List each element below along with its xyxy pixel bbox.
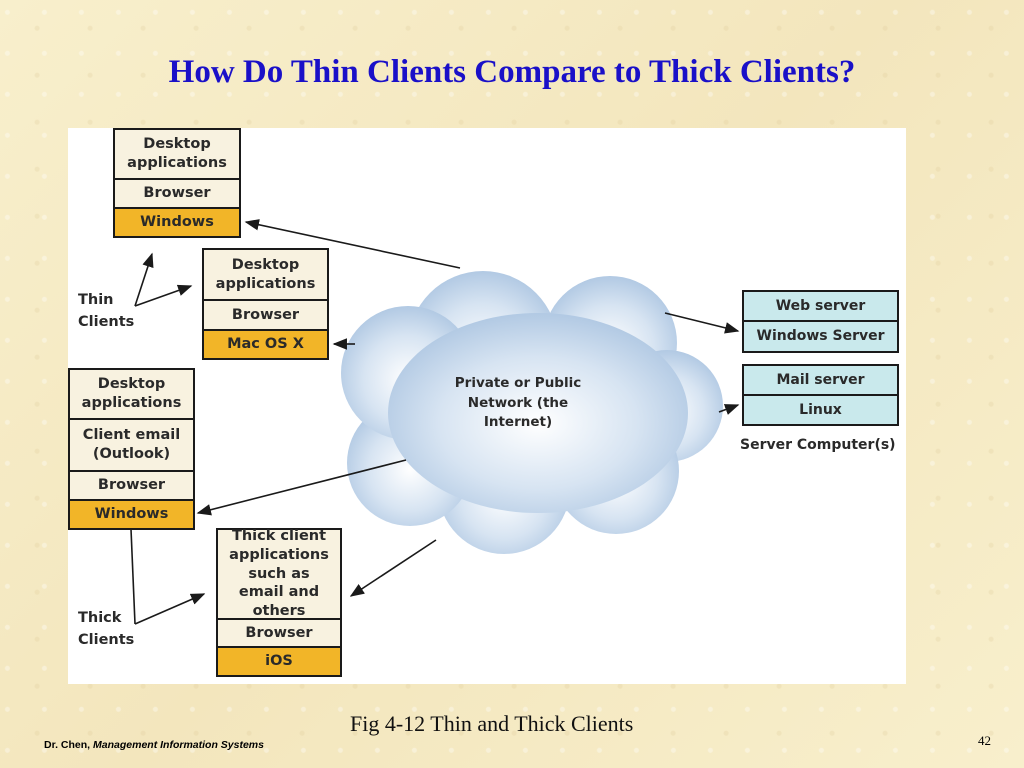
footer-author: Dr. Chen, Management Information Systems: [44, 739, 264, 751]
os-cell-windows: Windows: [115, 209, 239, 236]
thick-client-ios-stack: Thick client applications such as email …: [216, 528, 342, 677]
slide-title: How Do Thin Clients Compare to Thick Cli…: [168, 54, 856, 90]
os-cell-mac: Mac OS X: [204, 331, 327, 358]
footer-author-name: Dr. Chen,: [44, 739, 91, 751]
arrow-to-thick-client-windows: [196, 459, 407, 516]
desktop-applications-cell: Desktop applications: [115, 130, 239, 180]
arrow-to-thin-client-windows: [244, 219, 461, 269]
browser-cell: Browser: [70, 472, 193, 501]
arrow-to-web-server: [664, 312, 740, 334]
thin-client-mac-stack: Desktop applications Browser Mac OS X: [202, 248, 329, 360]
page-number: 42: [978, 733, 991, 748]
mail-server-cell: Mail server: [744, 366, 897, 396]
footer-course: Management Information Systems: [93, 739, 264, 751]
thin-clients-label: Thin Clients: [78, 292, 135, 330]
thick-client-applications-cell: Thick client applications such as email …: [218, 528, 340, 620]
mail-server-stack: Mail server Linux: [742, 364, 899, 426]
arrow-to-mail-server: [718, 404, 740, 415]
network-label: Private or Public Network (the Internet): [454, 375, 582, 431]
thick-clients-label: Thick Clients: [78, 610, 135, 648]
os-cell-ios: iOS: [218, 648, 340, 675]
server-computers-label: Server Computer(s): [740, 437, 896, 453]
web-server-cell: Web server: [744, 292, 897, 322]
thick-client-windows-stack: Desktop applications Client email (Outlo…: [68, 368, 195, 530]
browser-cell: Browser: [115, 180, 239, 209]
arrow-to-thick-client-ios: [349, 539, 437, 597]
figure-caption: Fig 4-12 Thin and Thick Clients: [350, 711, 634, 736]
desktop-applications-cell: Desktop applications: [204, 250, 327, 301]
linux-cell: Linux: [744, 396, 897, 424]
browser-cell: Browser: [218, 620, 340, 648]
os-cell-windows: Windows: [70, 501, 193, 528]
thick-pointer-right: [134, 593, 206, 625]
thin-pointer-up: [134, 252, 154, 307]
thin-client-windows-stack: Desktop applications Browser Windows: [113, 128, 241, 238]
windows-server-cell: Windows Server: [744, 322, 897, 351]
thin-thick-client-diagram: Desktop applications Browser Windows Des…: [68, 128, 906, 684]
desktop-applications-cell: Desktop applications: [70, 370, 193, 420]
web-server-stack: Web server Windows Server: [742, 290, 899, 353]
diagram-graphics: [122, 219, 740, 625]
network-cloud: [341, 271, 723, 554]
client-email-cell: Client email (Outlook): [70, 420, 193, 472]
thin-pointer-right: [134, 284, 193, 307]
browser-cell: Browser: [204, 301, 327, 331]
